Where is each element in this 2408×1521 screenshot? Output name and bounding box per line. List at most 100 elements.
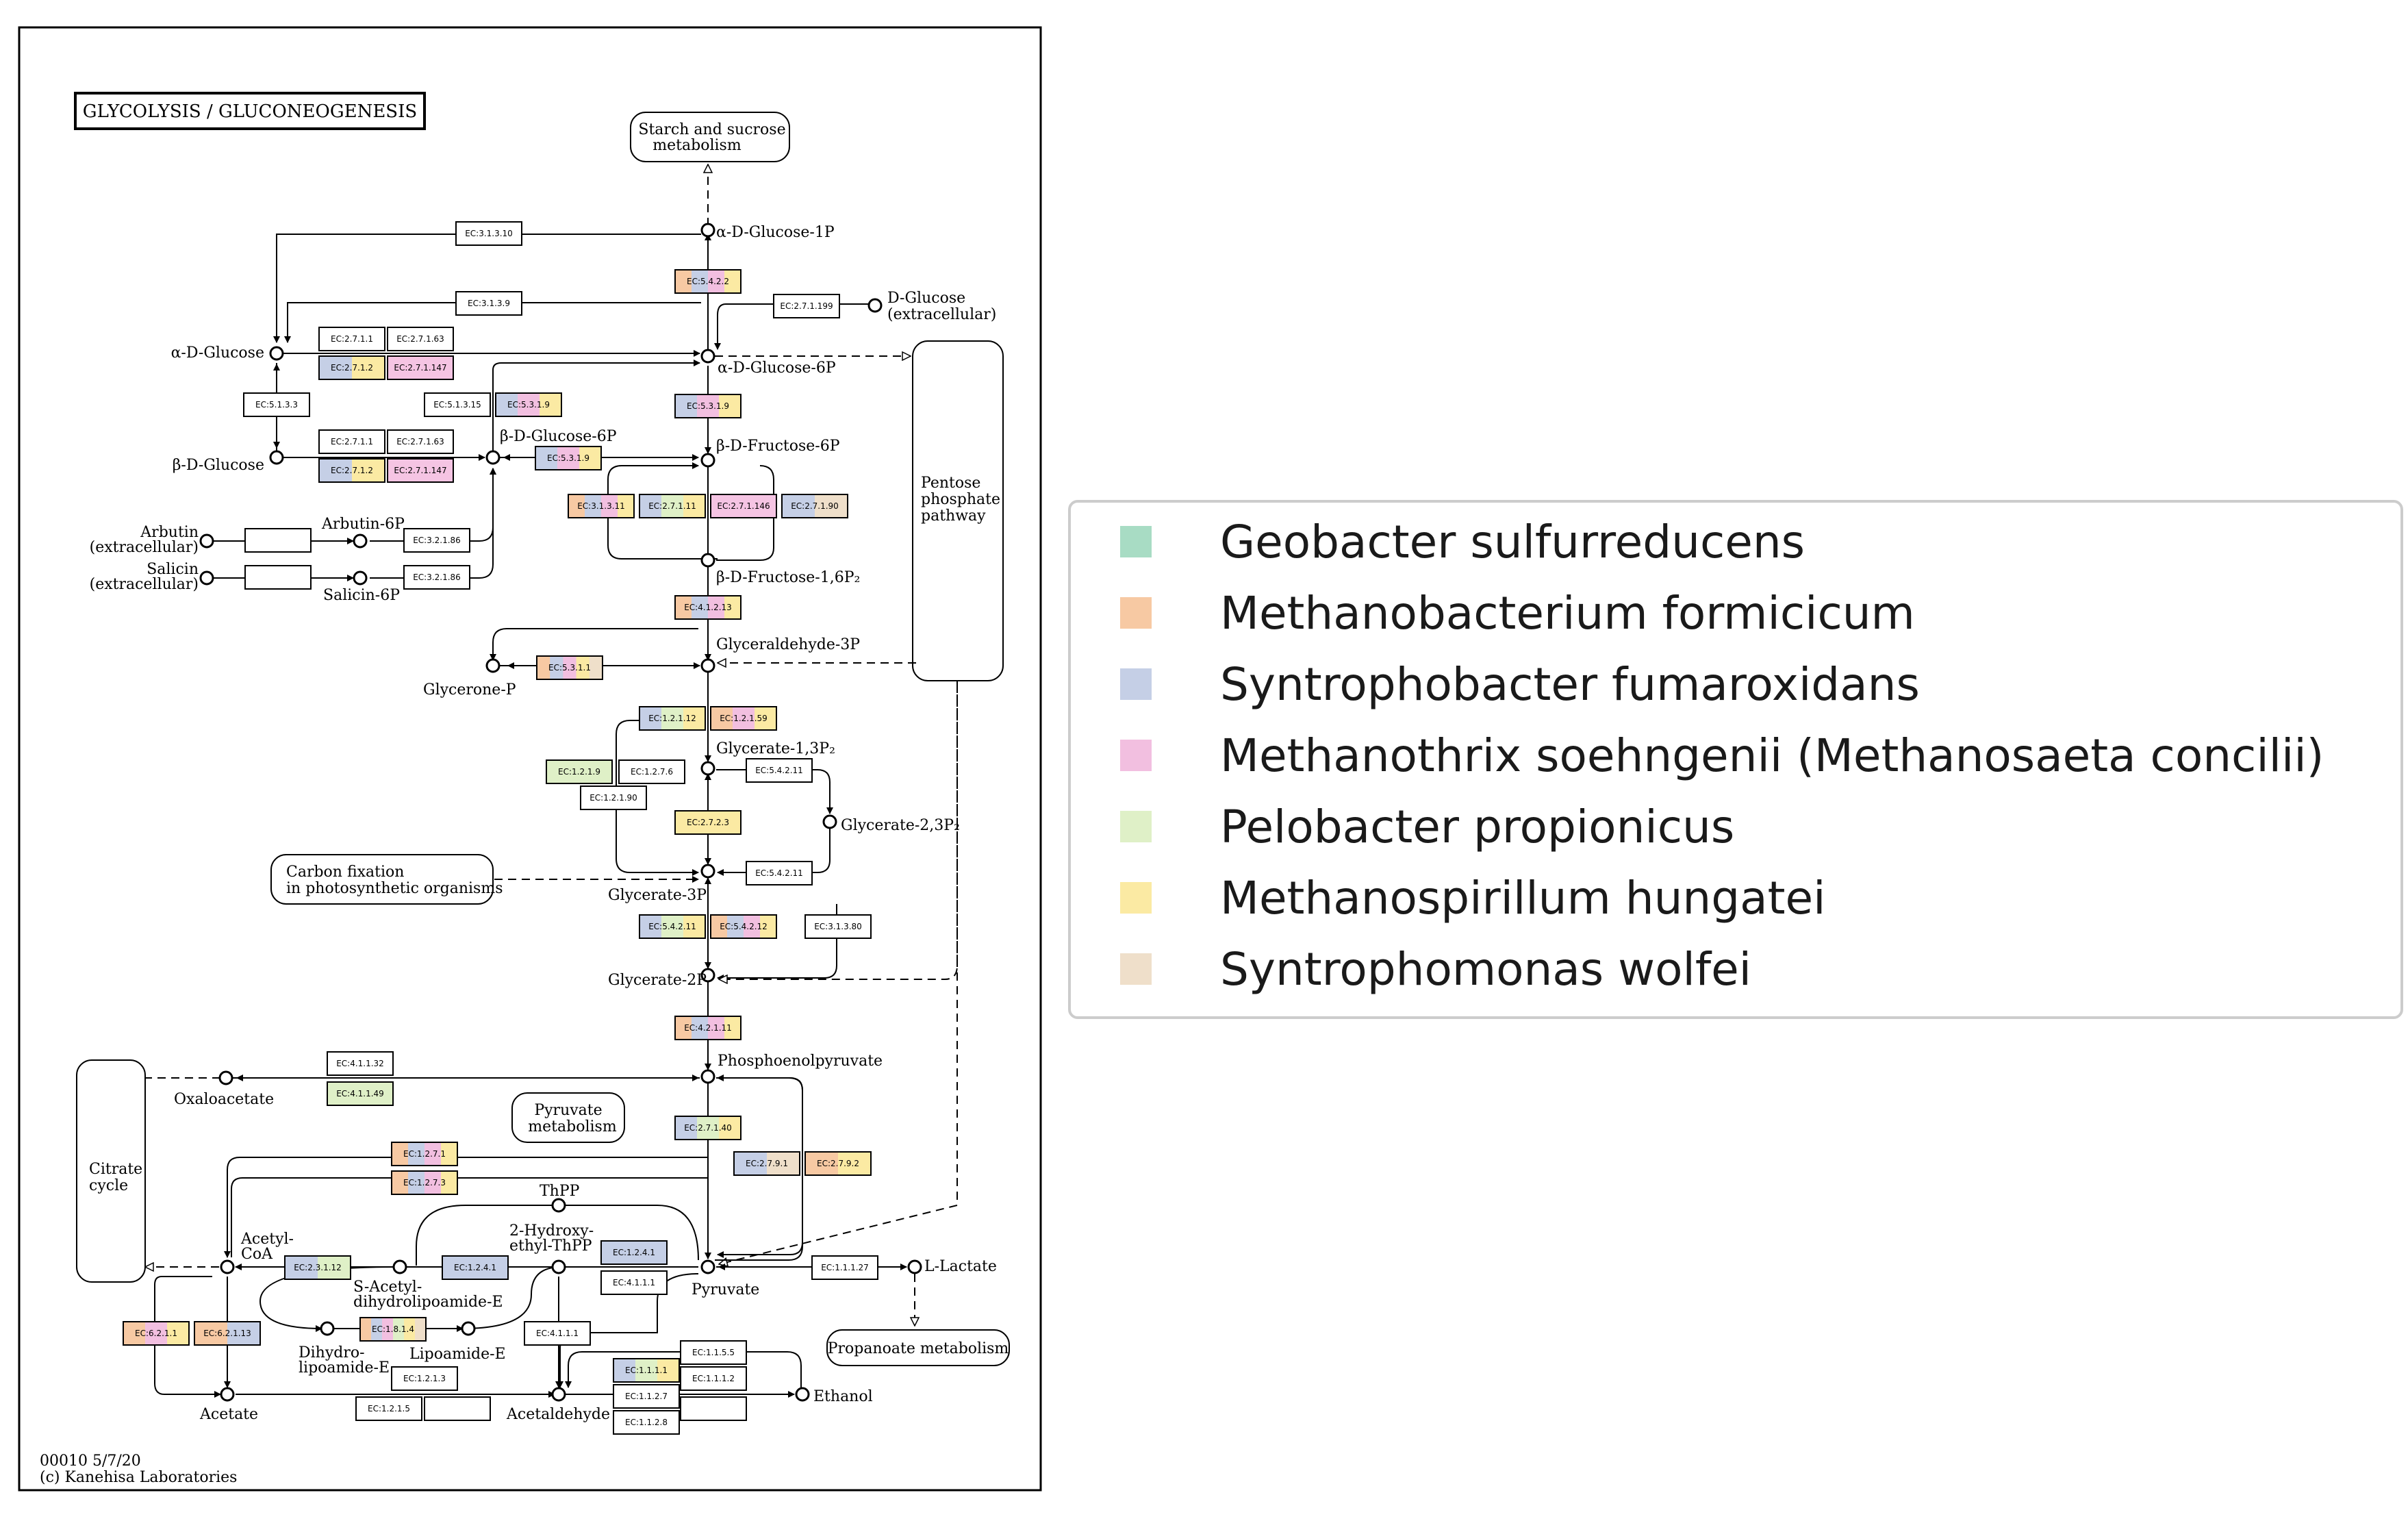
map-copyright: (c) Kanehisa Laboratories <box>40 1469 237 1486</box>
enzyme-e4-1-1-1a[interactable]: EC:4.1.1.1 <box>600 1270 668 1295</box>
legend-label: Methanothrix soehngenii (Methanosaeta co… <box>1220 729 2324 782</box>
enzyme-frame <box>403 528 470 553</box>
empty-box-salicin[interactable] <box>244 565 312 590</box>
pathway-box-starch[interactable]: Starch and sucrose metabolism <box>630 112 790 162</box>
enzyme-color-segment <box>546 760 613 783</box>
enzyme-e5-4-2-11a[interactable]: EC:5.4.2.11 <box>746 758 813 783</box>
enzyme-e2-7-1-40[interactable]: EC:2.7.1.40 <box>674 1116 742 1140</box>
enzyme-e5-4-2-11c[interactable]: EC:5.4.2.11 <box>639 914 706 939</box>
enzyme-label: EC:5.4.2.11 <box>755 868 803 878</box>
enzyme-e2-7-1-147a[interactable]: EC:2.7.1.147 <box>387 355 454 380</box>
enzyme-e6-2-1-13[interactable]: EC:6.2.1.13 <box>194 1321 261 1346</box>
enzyme-e5-3-1-9c[interactable]: EC:5.3.1.9 <box>535 446 602 470</box>
enzyme-frame <box>680 1366 747 1391</box>
label-dihydrolipoamide-1: Dihydro- <box>299 1344 365 1361</box>
enzyme-e3-1-3-11[interactable]: EC:3.1.3.11 <box>568 494 635 518</box>
enzyme-e2-7-9-1[interactable]: EC:2.7.9.1 <box>733 1151 800 1176</box>
empty-box-ethanol[interactable] <box>680 1396 747 1421</box>
legend-item: Syntrophobacter fumaroxidans <box>1120 658 1920 711</box>
enzyme-e1-2-1-12[interactable]: EC:1.2.1.12 <box>639 706 706 731</box>
enzyme-e2-7-2-3[interactable]: EC:2.7.2.3 <box>674 810 742 835</box>
enzyme-e1-2-7-6[interactable]: EC:1.2.7.6 <box>618 759 685 784</box>
enzyme-e1-2-1-90[interactable]: EC:1.2.1.90 <box>580 785 647 810</box>
label-d-glucose-1: D-Glucose <box>887 290 965 307</box>
enzyme-e1-2-4-1b[interactable]: EC:1.2.4.1 <box>442 1255 509 1280</box>
enzyme-color-segment <box>424 1171 442 1194</box>
enzyme-e1-8-1-4[interactable]: EC:1.8.1.4 <box>359 1317 427 1342</box>
enzyme-e5-1-3-3[interactable]: EC:5.1.3.3 <box>243 392 310 417</box>
enzyme-frame <box>674 595 742 620</box>
enzyme-e1-2-1-3[interactable]: EC:1.2.1.3 <box>391 1366 458 1391</box>
enzyme-e5-4-2-2[interactable]: EC:5.4.2.2 <box>674 269 742 294</box>
enzyme-e1-1-2-7[interactable]: EC:1.1.2.7 <box>613 1384 680 1409</box>
enzyme-color-segment <box>661 915 684 938</box>
enzyme-e5-3-1-9a[interactable]: EC:5.3.1.9 <box>495 392 562 417</box>
enzyme-color-segment <box>535 447 558 470</box>
pathway-box-citrate-cycle[interactable]: Citrate cycle <box>76 1059 146 1283</box>
legend-swatch <box>1120 597 1152 629</box>
enzyme-e4-1-1-32[interactable]: EC:4.1.1.32 <box>327 1051 394 1076</box>
enzyme-e2-7-1-199[interactable]: EC:2.7.1.199 <box>773 294 840 318</box>
enzyme-frame <box>284 1255 351 1280</box>
enzyme-color-segment <box>589 656 603 679</box>
empty-box-arbutin[interactable] <box>244 528 312 553</box>
enzyme-frame <box>781 494 848 518</box>
enzyme-e3-1-3-9[interactable]: EC:3.1.3.9 <box>455 291 522 316</box>
enzyme-e1-1-2-8[interactable]: EC:1.1.2.8 <box>613 1410 680 1435</box>
enzyme-e1-1-1-2[interactable]: EC:1.1.1.2 <box>680 1366 747 1391</box>
enzyme-e2-7-1-90[interactable]: EC:2.7.1.90 <box>781 494 848 518</box>
enzyme-label: EC:5.3.1.9 <box>507 400 550 410</box>
enzyme-e6-2-1-1[interactable]: EC:6.2.1.1 <box>123 1321 190 1346</box>
enzyme-e2-7-1-147b[interactable]: EC:2.7.1.147 <box>387 458 454 483</box>
enzyme-e2-7-1-63b[interactable]: EC:2.7.1.63 <box>387 429 454 454</box>
enzyme-e5-3-1-1[interactable]: EC:5.3.1.1 <box>536 655 603 680</box>
enzyme-frame <box>327 1051 394 1076</box>
enzyme-label: EC:4.1.1.49 <box>336 1089 384 1098</box>
enzyme-frame <box>318 327 385 351</box>
enzyme-e2-7-1-1b[interactable]: EC:2.7.1.1 <box>318 429 385 454</box>
enzyme-color-segment <box>585 494 602 518</box>
enzyme-e3-1-3-80[interactable]: EC:3.1.3.80 <box>804 914 872 939</box>
pathway-box-carbon-fixation[interactable]: Carbon fixation in photosynthetic organi… <box>270 854 503 905</box>
enzyme-e2-7-1-2b[interactable]: EC:2.7.1.2 <box>318 458 385 483</box>
enzyme-e3-2-1-86b[interactable]: EC:3.2.1.86 <box>403 565 470 590</box>
pathway-box-pyruvate-metabolism[interactable]: Pyruvate metabolism <box>511 1092 625 1143</box>
enzyme-e5-1-3-15[interactable]: EC:5.1.3.15 <box>424 392 491 417</box>
enzyme-e1-1-1-1[interactable]: EC:1.1.1.1 <box>613 1358 680 1383</box>
enzyme-color-segment <box>145 1322 168 1345</box>
enzyme-e2-7-1-1a[interactable]: EC:2.7.1.1 <box>318 327 385 351</box>
enzyme-e2-7-9-2[interactable]: EC:2.7.9.2 <box>804 1151 872 1176</box>
enzyme-e3-1-3-10[interactable]: EC:3.1.3.10 <box>455 221 522 246</box>
enzyme-e1-2-7-3[interactable]: EC:1.2.7.3 <box>391 1170 458 1195</box>
pathway-box-pentose[interactable]: Pentose phosphate pathway <box>912 340 1004 681</box>
enzyme-e5-4-2-11b[interactable]: EC:5.4.2.11 <box>746 861 813 885</box>
enzyme-e2-7-1-11[interactable]: EC:2.7.1.11 <box>639 494 706 518</box>
enzyme-e1-2-4-1a[interactable]: EC:1.2.4.1 <box>600 1240 668 1265</box>
enzyme-e4-1-2-13[interactable]: EC:4.1.2.13 <box>674 595 742 620</box>
enzyme-label: EC:1.2.1.9 <box>558 767 600 777</box>
enzyme-e2-7-1-2a[interactable]: EC:2.7.1.2 <box>318 355 385 380</box>
enzyme-e2-7-1-146[interactable]: EC:2.7.1.146 <box>710 494 777 518</box>
empty-box-acetate[interactable] <box>424 1396 491 1421</box>
enzyme-e2-3-1-12[interactable]: EC:2.3.1.12 <box>284 1255 351 1280</box>
enzyme-e5-3-1-9b[interactable]: EC:5.3.1.9 <box>674 394 742 418</box>
enzyme-e5-4-2-12[interactable]: EC:5.4.2.12 <box>710 914 777 939</box>
enzyme-e1-2-1-59[interactable]: EC:1.2.1.59 <box>710 706 777 731</box>
enzyme-e4-1-1-49[interactable]: EC:4.1.1.49 <box>327 1081 394 1106</box>
enzyme-e4-1-1-1b[interactable]: EC:4.1.1.1 <box>524 1321 591 1346</box>
enzyme-e1-2-7-1[interactable]: EC:1.2.7.1 <box>391 1142 458 1166</box>
enzyme-e4-2-1-11[interactable]: EC:4.2.1.11 <box>674 1016 742 1040</box>
enzyme-e1-2-1-9[interactable]: EC:1.2.1.9 <box>546 759 613 784</box>
enzyme-e1-1-1-27[interactable]: EC:1.1.1.27 <box>811 1255 878 1280</box>
enzyme-e2-7-1-63a[interactable]: EC:2.7.1.63 <box>387 327 454 351</box>
enzyme-color-segment <box>327 1082 394 1105</box>
enzyme-e1-2-1-5[interactable]: EC:1.2.1.5 <box>355 1396 422 1421</box>
enzyme-e3-2-1-86a[interactable]: EC:3.2.1.86 <box>403 528 470 553</box>
enzyme-e1-1-1-5-5[interactable]: EC:1.1.5.5 <box>680 1340 747 1365</box>
enzyme-color-segment <box>661 707 684 730</box>
enzyme-frame <box>674 394 742 418</box>
enzyme-frame <box>318 429 385 454</box>
pathway-box-propanoate[interactable]: Propanoate metabolism <box>826 1329 1010 1366</box>
enzyme-frame <box>243 392 310 417</box>
enzyme-label: EC:5.4.2.11 <box>755 766 803 775</box>
